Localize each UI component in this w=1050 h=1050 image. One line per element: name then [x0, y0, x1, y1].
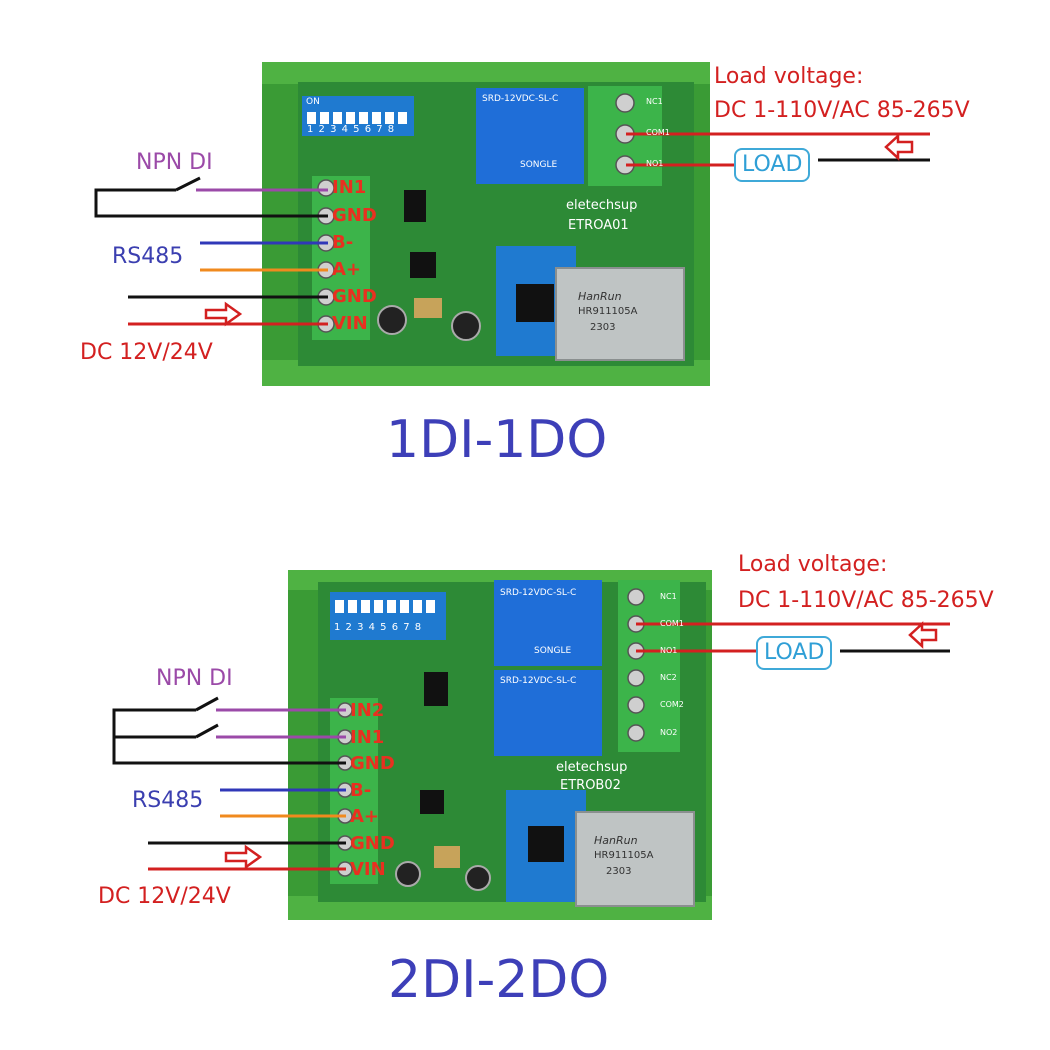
- bottom-load-box: LOAD: [756, 636, 833, 670]
- bottom-power-arrow: [224, 844, 263, 870]
- top-terminal-b: B-: [332, 232, 354, 253]
- top-load-arrow: [884, 133, 914, 161]
- bottom-rs485-label: RS485: [132, 788, 204, 813]
- top-relay-term-nc1: NC1: [646, 97, 663, 106]
- bottom-relay-term-no2: NO2: [660, 728, 678, 737]
- bottom-rj45-part: HR911105A: [594, 850, 654, 861]
- bottom-dip-keys: [335, 600, 435, 613]
- bottom-board-brand: eletechsup: [556, 760, 628, 775]
- bottom-terminal-gnd-2: GND: [350, 833, 395, 854]
- bottom-load-voltage-range: DC 1-110V/AC 85-265V: [738, 588, 994, 613]
- bottom-ic: [420, 790, 444, 814]
- top-dip-on-label: ON: [306, 97, 320, 107]
- bottom-power-label: DC 12V/24V: [98, 884, 231, 909]
- top-case-rail-top: [262, 62, 710, 84]
- bottom-relay-term-nc2: NC2: [660, 673, 677, 682]
- bottom-relay2-model: SRD-12VDC-SL-C: [500, 676, 577, 686]
- top-relay: [476, 88, 584, 184]
- bottom-board-model: ETROB02: [560, 778, 621, 793]
- top-title: 1DI-1DO: [386, 410, 608, 470]
- bottom-terminal-in1: IN1: [350, 727, 385, 748]
- top-rj45-part: HR911105A: [578, 306, 638, 317]
- top-terminal-vin: VIN: [332, 313, 368, 334]
- top-board-brand: eletechsup: [566, 198, 638, 213]
- bottom-ic-2: [424, 672, 448, 706]
- top-terminal-a: A+: [332, 259, 362, 280]
- top-relay-model: SRD-12VDC-SL-C: [482, 94, 559, 104]
- top-capacitor-1: [377, 305, 407, 335]
- top-npn-di-label: NPN DI: [136, 150, 213, 175]
- top-ic-2: [404, 190, 426, 222]
- bottom-relay-term-com1: COM1: [660, 619, 684, 628]
- top-load-voltage-range: DC 1-110V/AC 85-265V: [714, 98, 970, 123]
- top-load-box: LOAD: [734, 148, 811, 182]
- bottom-capacitor-1: [395, 861, 421, 887]
- bottom-relay-term-com2: COM2: [660, 700, 684, 709]
- bottom-rj45-jack: [575, 811, 695, 907]
- bottom-relay-term-nc1: NC1: [660, 592, 677, 601]
- top-rj45-code: 2303: [590, 322, 616, 333]
- bottom-module: [112, 570, 950, 920]
- top-regulator: [414, 298, 442, 318]
- top-load-voltage-title: Load voltage:: [714, 64, 864, 89]
- top-dip-numbers: 1 2 3 4 5 6 7 8: [307, 124, 396, 135]
- top-module: [94, 62, 930, 386]
- bottom-load-arrow: [908, 621, 938, 649]
- bottom-rj45-brand: HanRun: [594, 834, 638, 847]
- bottom-terminal-vin: VIN: [350, 859, 386, 880]
- top-rs485-label: RS485: [112, 244, 184, 269]
- bottom-relay-term-no1: NO1: [660, 646, 678, 655]
- bottom-relay-terminal-block: [618, 580, 680, 752]
- bottom-relay1-model: SRD-12VDC-SL-C: [500, 588, 577, 598]
- bottom-terminal-gnd-1: GND: [350, 753, 395, 774]
- bottom-terminal-a: A+: [350, 806, 380, 827]
- bottom-capacitor-2: [465, 865, 491, 891]
- top-wires: [94, 132, 930, 326]
- top-power-arrow: [204, 301, 243, 327]
- bottom-dip-numbers: 1 2 3 4 5 6 7 8: [334, 622, 423, 633]
- bottom-terminal-in2: IN2: [350, 700, 385, 721]
- top-rj45-brand: HanRun: [578, 290, 622, 303]
- top-terminal-in1: IN1: [332, 177, 367, 198]
- bottom-npn-di-label: NPN DI: [156, 666, 233, 691]
- top-rj45-jack: [555, 267, 685, 361]
- top-relay-brand: SONGLE: [520, 160, 558, 170]
- top-ic: [410, 252, 436, 278]
- bottom-wires: [112, 622, 950, 871]
- bottom-terminal-b: B-: [350, 780, 372, 801]
- bottom-rj45-code: 2303: [606, 866, 632, 877]
- bottom-load-voltage-title: Load voltage:: [738, 552, 888, 577]
- top-board-model: ETROA01: [568, 218, 629, 233]
- top-relay-term-com1: COM1: [646, 128, 670, 137]
- bottom-relay-1: [494, 580, 602, 666]
- bottom-ethernet-chip: [528, 826, 564, 862]
- top-dip-keys: [307, 112, 407, 124]
- top-input-terminal-block: [312, 176, 370, 340]
- top-capacitor-2: [451, 311, 481, 341]
- top-power-label: DC 12V/24V: [80, 340, 213, 365]
- bottom-relay-brand: SONGLE: [534, 646, 572, 656]
- bottom-regulator: [434, 846, 460, 868]
- top-terminal-gnd-1: GND: [332, 205, 377, 226]
- top-ethernet-chip: [516, 284, 554, 322]
- bottom-relay-2: [494, 670, 602, 756]
- top-terminal-gnd-2: GND: [332, 286, 377, 307]
- top-relay-term-no1: NO1: [646, 159, 664, 168]
- bottom-title: 2DI-2DO: [388, 950, 610, 1010]
